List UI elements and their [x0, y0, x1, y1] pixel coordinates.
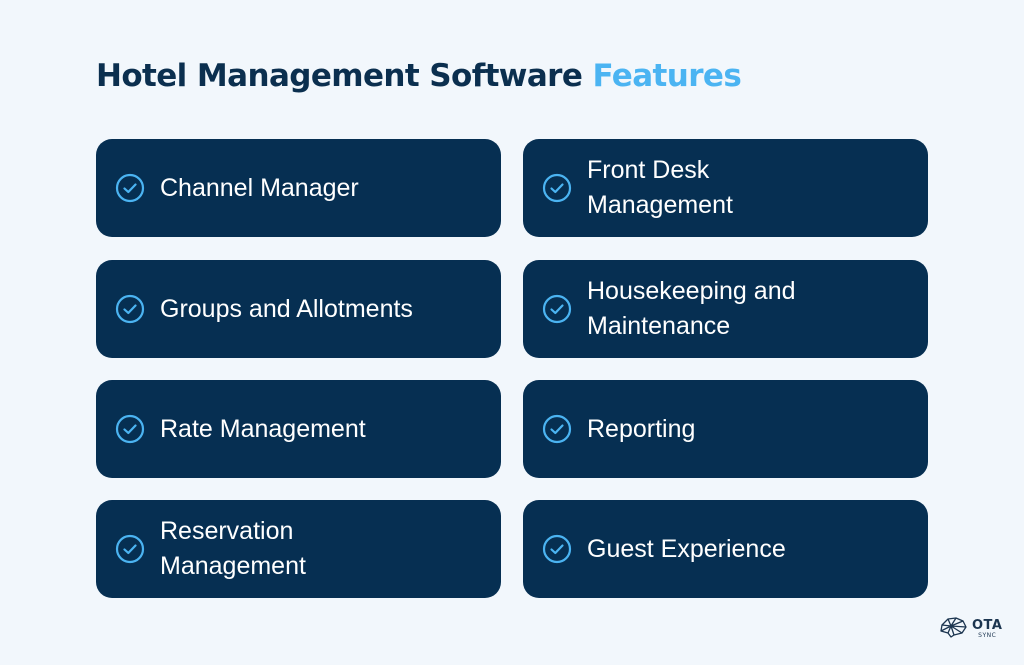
title-main: Hotel Management Software — [96, 58, 593, 94]
feature-card-front-desk-management: Front Desk Management — [523, 139, 928, 237]
feature-label: Rate Management — [160, 414, 366, 443]
check-circle-icon — [542, 534, 572, 564]
check-circle-icon — [115, 534, 145, 564]
check-circle-icon — [542, 294, 572, 324]
check-circle-icon — [115, 414, 145, 444]
feature-card-groups-and-allotments: Groups and Allotments — [96, 260, 501, 358]
feature-label: Reporting — [587, 414, 696, 443]
feature-card-rate-management: Rate Management — [96, 380, 501, 478]
feature-card-reservation-management: Reservation Management — [96, 500, 501, 598]
check-circle-icon — [542, 173, 572, 203]
feature-label: Groups and Allotments — [160, 294, 413, 323]
page-title: Hotel Management Software Features — [96, 58, 742, 94]
feature-label: Channel Manager — [160, 173, 359, 202]
feature-label: Front Desk Management — [587, 156, 733, 219]
feature-card-reporting: Reporting — [523, 380, 928, 478]
logo-sub: SYNC — [978, 632, 997, 639]
feature-card-guest-experience: Guest Experience — [523, 500, 928, 598]
check-circle-icon — [115, 294, 145, 324]
brain-network-icon — [938, 616, 968, 643]
ota-sync-logo: OTA SYNC — [938, 616, 1002, 643]
check-circle-icon — [115, 173, 145, 203]
check-circle-icon — [542, 414, 572, 444]
title-accent: Features — [592, 58, 742, 94]
feature-label: Housekeeping and Maintenance — [587, 277, 796, 340]
logo-name: OTA — [972, 618, 1003, 633]
feature-label: Guest Experience — [587, 534, 786, 563]
feature-card-housekeeping-and-maintenance: Housekeeping and Maintenance — [523, 260, 928, 358]
feature-card-channel-manager: Channel Manager — [96, 139, 501, 237]
feature-label: Reservation Management — [160, 517, 306, 580]
